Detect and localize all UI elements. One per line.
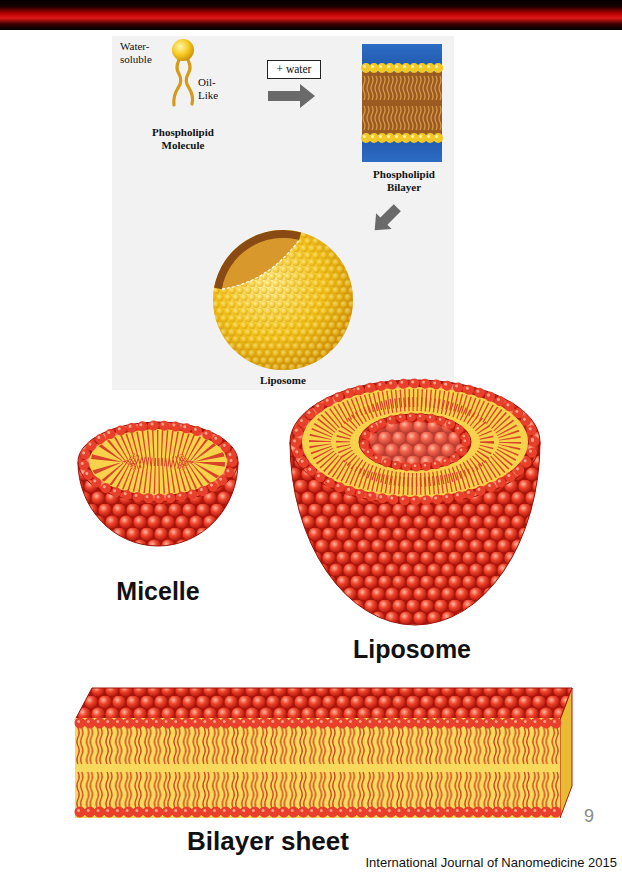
outer-tails (320, 396, 510, 488)
arrow-shape (367, 200, 405, 238)
micelle-figure (78, 422, 238, 546)
inner-head-ring (364, 417, 466, 467)
inner-rim (359, 414, 471, 470)
cutaway-bilayer (214, 230, 301, 289)
head-row (80, 718, 557, 729)
lipid-tail (174, 60, 181, 105)
figure-label: Phospholipid Molecule (140, 126, 226, 151)
inner-tails (343, 404, 487, 480)
micelle-rim (78, 422, 238, 502)
process-arrow (268, 84, 315, 108)
lipid-head (172, 39, 194, 61)
head-highlight (365, 135, 441, 138)
head-ring (84, 426, 233, 499)
figure-label: Phospholipid Bilayer (361, 168, 447, 193)
sheet-tails (75, 718, 560, 818)
liposome-figure (290, 380, 540, 625)
micelle-tails (114, 443, 202, 481)
sheet-front (75, 718, 560, 818)
liposome-sphere (213, 230, 353, 370)
liposome-tails (320, 396, 510, 488)
outer-head-ring (296, 384, 534, 501)
tail-label: Oil-Like (198, 76, 228, 101)
figure-label: Micelle (116, 577, 199, 606)
header-bar (0, 0, 622, 30)
source-citation: International Journal of Nanomedicine 20… (365, 856, 617, 871)
head-row (80, 807, 557, 818)
head-row (366, 63, 442, 73)
figure-label: Liposome (353, 635, 471, 664)
head-highlight (82, 424, 231, 497)
cut-edge (222, 240, 299, 289)
head-row (366, 133, 442, 143)
bilayer-section (302, 387, 528, 497)
sphere-body (213, 230, 353, 370)
bilayer-image (362, 44, 442, 162)
sphere-heads (213, 230, 353, 370)
head-highlight (295, 382, 533, 499)
head-highlight (79, 720, 556, 723)
figure-label: Bilayer sheet (187, 827, 349, 857)
box-label: + water (277, 62, 312, 76)
page-number: 9 (584, 806, 594, 827)
bilayer-sheet-figure (75, 688, 572, 818)
image-panel (112, 36, 454, 390)
phospholipid-molecule (172, 39, 194, 105)
process-arrow (367, 200, 405, 238)
tail-layer (362, 72, 442, 134)
head-highlight (363, 416, 465, 466)
head-highlight (79, 809, 556, 812)
figure-label: Liposome (260, 374, 306, 387)
head-label: Water-soluble (120, 40, 166, 65)
sheet-top (75, 688, 572, 720)
water-background (362, 44, 442, 162)
process-box: + water (267, 60, 322, 79)
lipid-tail (186, 60, 192, 104)
sheet-side (560, 688, 572, 818)
sphere-interior (222, 238, 299, 289)
lipid-tails (114, 443, 202, 481)
liposome-rim (290, 380, 540, 504)
head-highlight (365, 65, 441, 68)
